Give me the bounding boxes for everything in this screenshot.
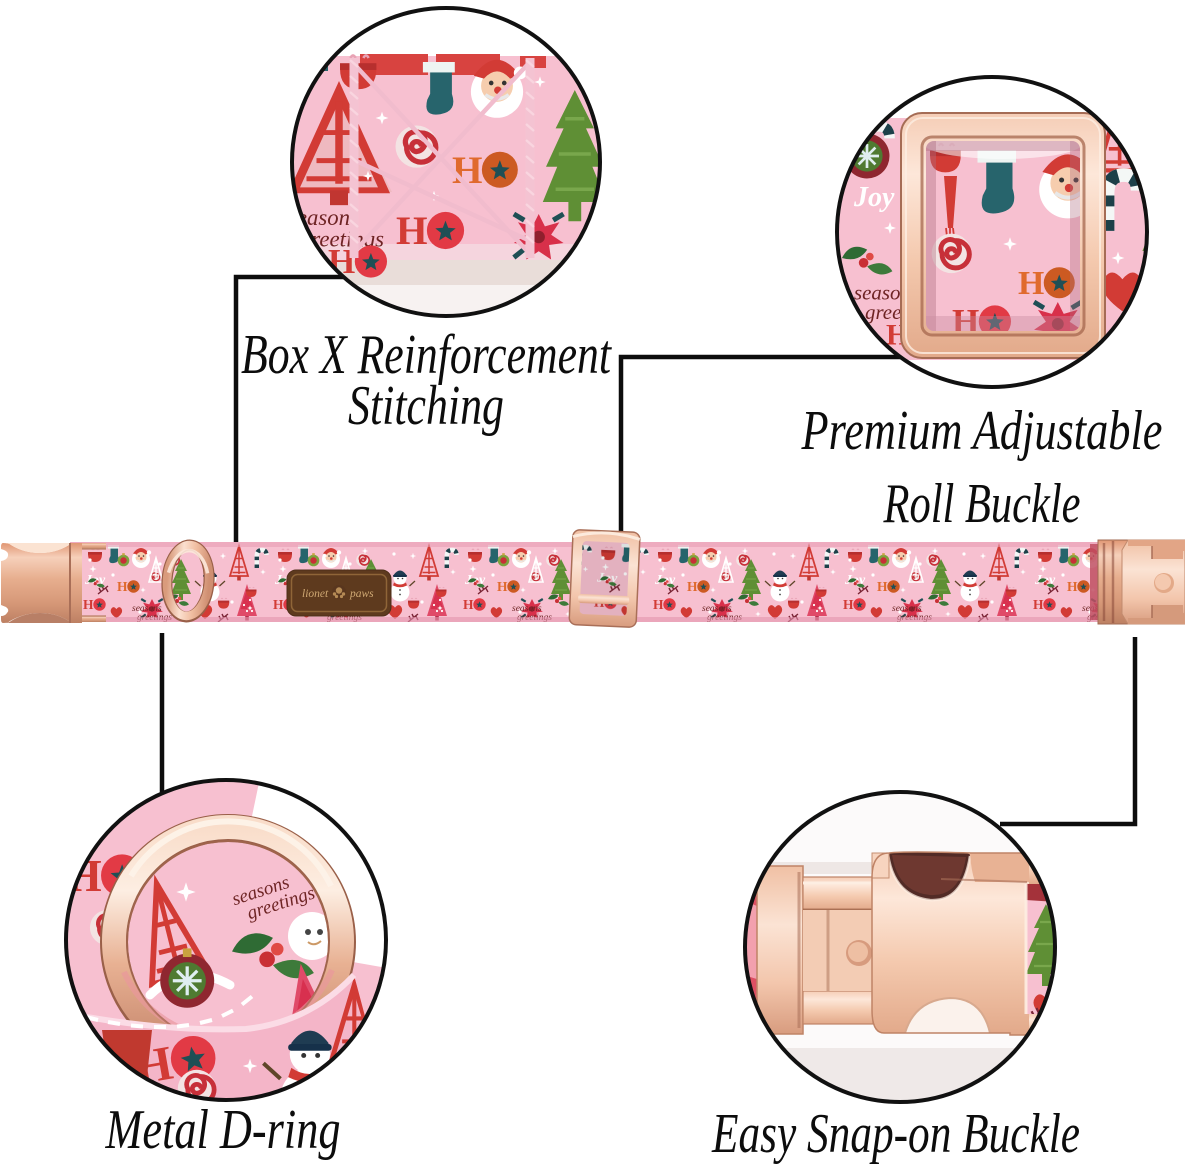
svg-text:Premium Adjustable: Premium Adjustable: [801, 400, 1163, 462]
svg-text:Metal D-ring: Metal D-ring: [105, 1099, 341, 1161]
svg-text:Easy Snap-on Buckle: Easy Snap-on Buckle: [711, 1103, 1080, 1165]
svg-text:Stitching: Stitching: [348, 375, 504, 437]
svg-text:Roll Buckle: Roll Buckle: [883, 473, 1081, 535]
svg-text:paws: paws: [349, 588, 374, 600]
svg-text:lionet: lionet: [302, 588, 329, 600]
svg-text:Box X Reinforcement: Box X Reinforcement: [241, 324, 612, 386]
